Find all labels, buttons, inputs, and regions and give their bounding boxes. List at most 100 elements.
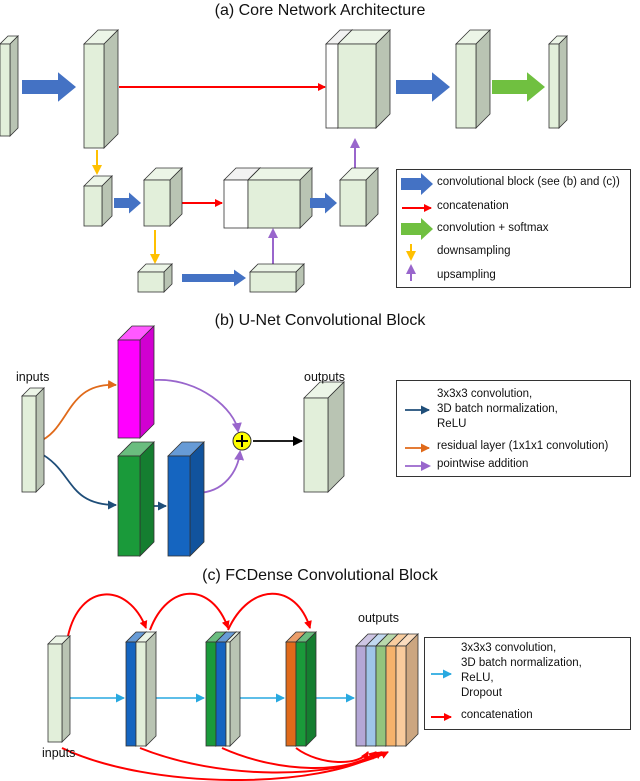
- legend-upsample-label: upsampling: [437, 269, 496, 281]
- legend-unet-icons: [405, 405, 431, 471]
- fcdense-input-block-front: [47, 643, 63, 743]
- unet-conv-path-1: [37, 451, 117, 510]
- legend-core-icons: [401, 173, 433, 281]
- core-input-block-front: [0, 43, 11, 137]
- fcdense-l1-input-side: [145, 631, 157, 747]
- fcdense-conv-line-3: ReLU,: [461, 672, 494, 684]
- legend-fcdense: 3x3x3 convolution, 3D batch normalizatio…: [424, 637, 631, 730]
- unet-conv-line-1: 3x3x3 convolution,: [437, 388, 533, 400]
- unet-residual-path: [37, 380, 117, 443]
- fcdense-out-slice-2-front: [365, 645, 377, 747]
- core-enc1-block-side: [103, 29, 119, 149]
- core-dec1-block: [337, 29, 391, 129]
- unet-conv2-block: [167, 441, 205, 557]
- fcdense-l1-input: [135, 631, 157, 747]
- fcdense-concat-bottom-1: [61, 747, 383, 781]
- unet-residual-block-side: [139, 325, 155, 439]
- fcdense-out-slice-5: [395, 633, 419, 747]
- core-softmax-arrow: [492, 72, 545, 102]
- core-output-block-side: [558, 35, 568, 129]
- softmax-arrow-icon: [401, 218, 433, 240]
- fcdense-l3-green: [295, 631, 317, 747]
- unet-conv1-block: [117, 441, 155, 557]
- legend-concat-label: concatenation: [437, 200, 509, 212]
- fcdense-l2-input-front: [225, 641, 231, 747]
- core-dec1-block-front: [337, 43, 377, 129]
- fcdense-out-slice-3-front: [375, 645, 387, 747]
- core-output-block: [548, 35, 568, 129]
- core-enc2-a-block: [83, 175, 113, 227]
- core-enc1-block-front: [83, 43, 105, 149]
- fcdense-concat-label: concatenation: [461, 709, 533, 721]
- unet-residual-block: [117, 325, 155, 439]
- unet-input-block-side: [35, 387, 45, 493]
- fcdense-out-slice-5-side: [405, 633, 419, 747]
- core-bottleneck-a-block-front: [137, 271, 165, 293]
- core-bottleneck-b-block-top: [249, 263, 305, 273]
- core-concat-top-white-front: [325, 43, 339, 129]
- fcdense-l1-input-front: [135, 641, 147, 747]
- core-enc1-block: [83, 29, 119, 149]
- core-conv-arrow-3: [114, 192, 141, 214]
- core-conv-arrow-5: [182, 269, 246, 287]
- core-conv-arrow-1: [22, 72, 76, 102]
- unet-addition-label: pointwise addition: [437, 458, 529, 470]
- unet-output-block-side: [327, 381, 345, 493]
- fcdense-inputs-label: inputs: [42, 746, 76, 760]
- fcdense-conv-desc: 3x3x3 convolution, 3D batch normalizatio…: [461, 641, 582, 701]
- unet-residual-label: residual layer (1x1x1 convolution): [437, 440, 609, 452]
- core-concat-mid-white-front: [223, 179, 249, 229]
- fcdense-concat-top-3: [227, 592, 312, 631]
- core-dec2-b-block-front: [339, 179, 367, 227]
- legend-conv-block-label: convolutional block (see (b) and (c)): [437, 176, 620, 188]
- legend-downsample-label: downsampling: [437, 245, 511, 257]
- core-bottleneck-b-block: [249, 263, 305, 293]
- overlay-layer: [22, 72, 545, 451]
- fcdense-concat-top-1: [67, 593, 148, 637]
- fcdense-out-slice-5-front: [395, 645, 407, 747]
- unet-conv2-block-front: [167, 455, 191, 557]
- core-input-block: [0, 35, 19, 137]
- fcdense-conv-line-2: 3D batch normalization,: [461, 657, 582, 669]
- core-out-conv-block-side: [475, 29, 491, 129]
- unet-inputs-label: inputs: [16, 370, 50, 384]
- title-fcdense-block: (c) FCDense Convolutional Block: [202, 567, 438, 584]
- unet-input-block-front: [21, 395, 37, 493]
- fcdense-l3-orange-front: [285, 641, 297, 747]
- title-core-network: (a) Core Network Architecture: [214, 2, 426, 19]
- legend-core: convolutional block (see (b) and (c)) co…: [396, 169, 631, 288]
- unet-add-path-top: [154, 379, 242, 433]
- core-enc2-b-block-front: [143, 179, 171, 227]
- core-input-block-side: [9, 35, 19, 137]
- unet-input-block: [21, 387, 45, 493]
- legend-softmax-label: convolution + softmax: [437, 222, 549, 234]
- core-bottleneck-b-block-front: [249, 271, 297, 293]
- fcdense-conv-line-4: Dropout: [461, 687, 502, 699]
- core-output-block-front: [548, 43, 560, 129]
- core-dec2-a-block-front: [247, 179, 301, 229]
- core-out-conv-block-front: [455, 43, 477, 129]
- core-dec2-b-block: [339, 167, 379, 227]
- block-layer: [0, 29, 568, 747]
- unet-conv-desc: 3x3x3 convolution, 3D batch normalizatio…: [437, 387, 558, 432]
- unet-conv1-block-side: [139, 441, 155, 557]
- fcdense-concat-bottom-4: [295, 747, 369, 763]
- fcdense-input-block-side: [61, 635, 71, 743]
- fcdense-outputs-label: outputs: [358, 611, 400, 625]
- fcdense-concat-top-2: [149, 592, 230, 631]
- fcdense-out-slice-1-front: [355, 645, 367, 747]
- conv-block-arrow-icon: [401, 173, 433, 195]
- unet-residual-block-front: [117, 339, 141, 439]
- unet-output-block-front: [303, 397, 329, 493]
- title-unet-block: (b) U-Net Convolutional Block: [214, 312, 426, 329]
- fcdense-l2-green-front: [205, 641, 217, 747]
- legend-fcdense-icons: [431, 669, 452, 721]
- legend-unet: 3x3x3 convolution, 3D batch normalizatio…: [396, 380, 631, 477]
- core-conv-arrow-2: [396, 72, 450, 102]
- unet-conv-line-3: ReLU: [437, 418, 467, 430]
- fcdense-input-block: [47, 635, 71, 743]
- fcdense-l3-green-front: [295, 641, 307, 747]
- core-bottleneck-a-block: [137, 263, 173, 293]
- core-dec2-a-block: [247, 167, 313, 229]
